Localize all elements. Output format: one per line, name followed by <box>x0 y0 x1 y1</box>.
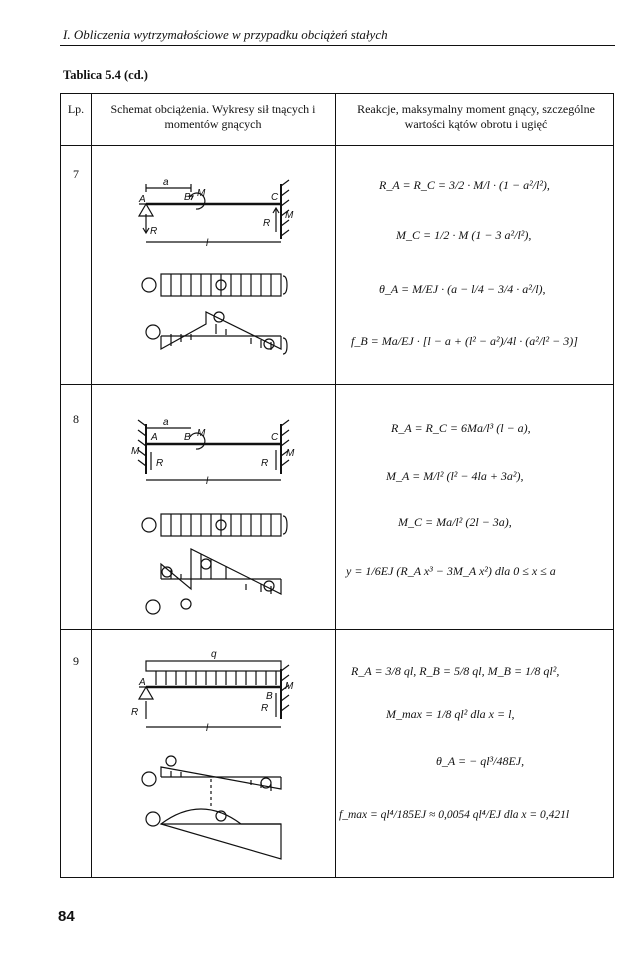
col-divider <box>335 94 336 877</box>
svg-text:B: B <box>184 192 191 203</box>
svg-text:l: l <box>206 723 209 734</box>
header-rule <box>60 45 615 46</box>
col-header-lp: Lp. <box>67 102 85 116</box>
svg-text:M: M <box>285 210 294 221</box>
svg-text:R: R <box>261 703 268 714</box>
svg-text:C: C <box>271 192 279 203</box>
formula: M_C = Ma/l² (2l − 3a), <box>398 515 512 529</box>
formula: f_max = ql⁴/185EJ ≈ 0,0054 ql⁴/EJ dla x … <box>339 809 570 821</box>
svg-text:M: M <box>285 681 294 692</box>
row-number: 8 <box>73 412 79 426</box>
svg-text:l: l <box>206 238 209 249</box>
svg-text:A: A <box>150 432 158 443</box>
svg-text:M: M <box>197 428 206 439</box>
running-title: I. Obliczenia wytrzymałościowe w przypad… <box>63 27 388 42</box>
svg-text:R: R <box>131 707 138 718</box>
formula: y = 1/6EJ (R_A x³ − 3M_A x²) dla 0 ≤ x ≤… <box>346 564 556 578</box>
svg-text:A: A <box>138 194 146 205</box>
svg-text:R: R <box>263 218 270 229</box>
row-divider <box>61 384 613 385</box>
col-header-reakcje: Reakcje, maksymalny moment gnący, szczeg… <box>357 102 595 131</box>
svg-text:q: q <box>211 649 217 660</box>
svg-text:C: C <box>271 432 279 443</box>
svg-text:B: B <box>184 432 191 443</box>
row-number: 7 <box>73 167 79 181</box>
formula: θ_A = M/EJ · (a − l/4 − 3/4 · a²/l), <box>379 282 546 296</box>
svg-text:R: R <box>261 458 268 469</box>
svg-text:A: A <box>138 677 146 688</box>
row-divider <box>61 145 613 146</box>
svg-text:R: R <box>156 458 163 469</box>
formula: M_A = M/l² (l² − 4la + 3a²), <box>386 469 524 483</box>
svg-text:a: a <box>163 417 169 428</box>
formula: M_C = 1/2 · M (1 − 3 a²/l²), <box>396 228 532 242</box>
svg-text:M: M <box>131 446 140 457</box>
row9-diagram: qA B M R R l <box>131 649 294 860</box>
row-number: 9 <box>73 654 79 668</box>
formula: R_A = 3/8 ql, R_B = 5/8 ql, M_B = 1/8 ql… <box>351 664 560 678</box>
table-title: Tablica 5.4 (cd.) <box>63 68 148 82</box>
svg-text:l: l <box>206 476 209 487</box>
formula: f_B = Ma/EJ · [l − a + (l² − a²)/4l · (a… <box>351 334 578 348</box>
col-header-schemat: Schemat obciążenia. Wykresy sił tnących … <box>110 102 316 131</box>
col-divider <box>91 94 92 877</box>
svg-text:M: M <box>286 448 295 459</box>
svg-text:R: R <box>150 226 157 237</box>
svg-text:B: B <box>266 691 273 702</box>
svg-text:a: a <box>163 177 169 188</box>
formula: R_A = R_C = 3/2 · M/l · (1 − a²/l²), <box>379 178 550 192</box>
formula: M_max = 1/8 ql² dla x = l, <box>386 707 515 721</box>
svg-text:M: M <box>197 188 206 199</box>
formula: θ_A = − ql³/48EJ, <box>436 754 525 768</box>
page-number: 84 <box>58 908 75 925</box>
row-divider <box>61 629 613 630</box>
formula: R_A = R_C = 6Ma/l³ (l − a), <box>391 421 531 435</box>
beam-table: Lp. Schemat obciążenia. Wykresy sił tnąc… <box>60 93 614 878</box>
